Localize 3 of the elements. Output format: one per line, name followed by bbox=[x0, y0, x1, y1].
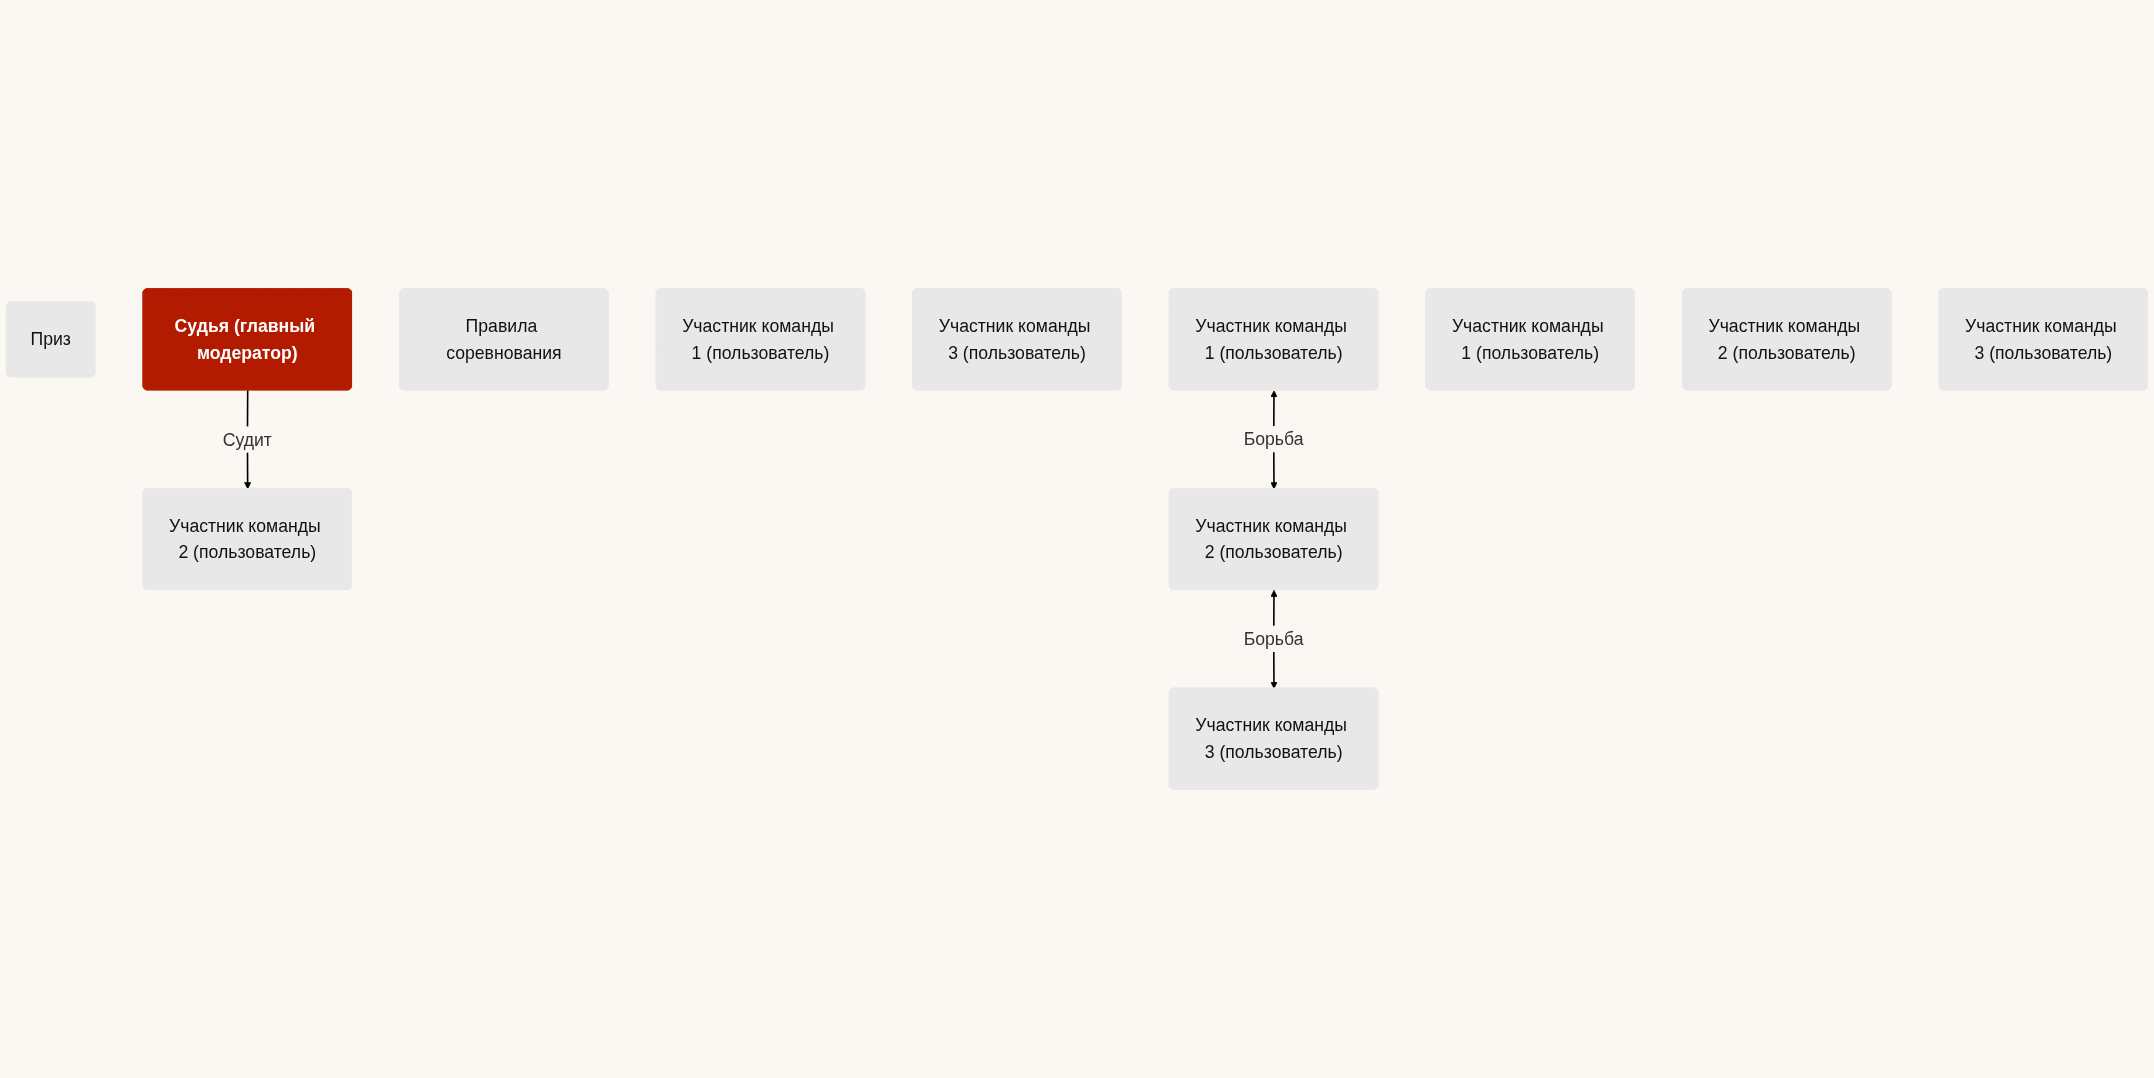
edge-label: Борьба bbox=[1243, 429, 1304, 450]
edge-label: Борьба bbox=[1243, 628, 1304, 649]
edge-label: Судит bbox=[222, 429, 272, 450]
